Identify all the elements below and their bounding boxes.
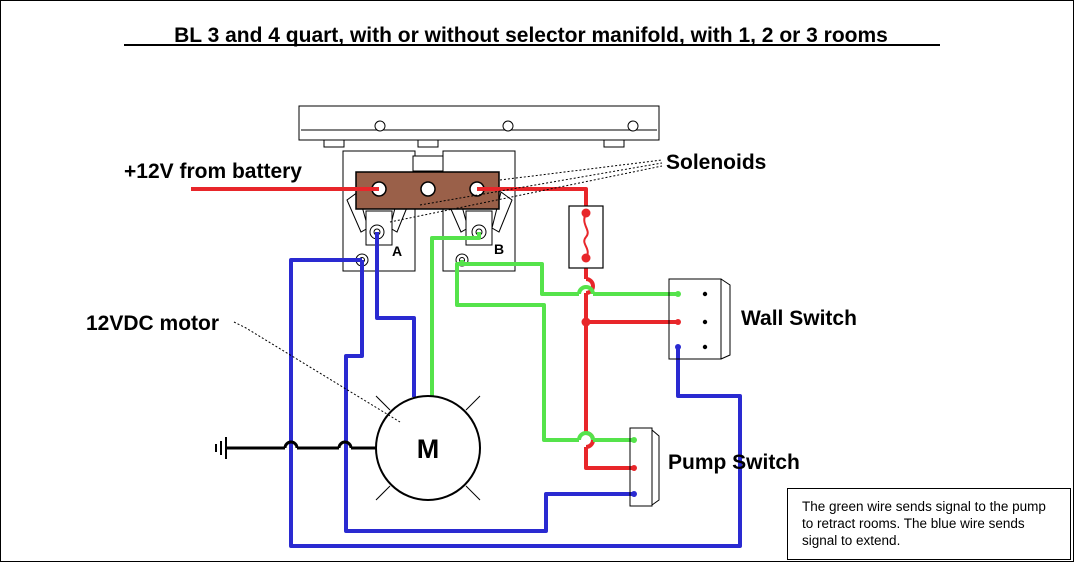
ground-icon: [215, 437, 227, 459]
mounting-bracket: [298, 105, 660, 148]
terminal-a-label: A: [392, 243, 402, 259]
green-wires: [430, 232, 676, 442]
wall-switch-icon[interactable]: [668, 278, 731, 360]
pump-switch-icon[interactable]: [629, 427, 660, 507]
wire-explanation-note: The green wire sends signal to the pump …: [787, 488, 1071, 560]
diagram-title: BL 3 and 4 quart, with or without select…: [174, 24, 888, 47]
wall-switch-label: Wall Switch: [741, 307, 857, 330]
leader-lines: [233, 159, 663, 423]
solenoid-bus-bar: [355, 171, 500, 210]
motor-icon: M: [375, 395, 481, 501]
pump-switch-label: Pump Switch: [668, 451, 800, 474]
blue-wires: [289, 232, 742, 548]
fuse-icon: [568, 205, 604, 269]
red-junction-dot: [581, 317, 591, 327]
switch-terminals: [631, 291, 681, 497]
solenoid-b: [442, 150, 516, 272]
motor-label: 12VDC motor: [86, 312, 219, 335]
motor-symbol: M: [417, 434, 440, 464]
terminal-b-label: B: [494, 241, 504, 257]
solenoids-label: Solenoids: [666, 151, 766, 174]
battery-label: +12V from battery: [124, 160, 302, 183]
ground-wire: [226, 440, 376, 450]
